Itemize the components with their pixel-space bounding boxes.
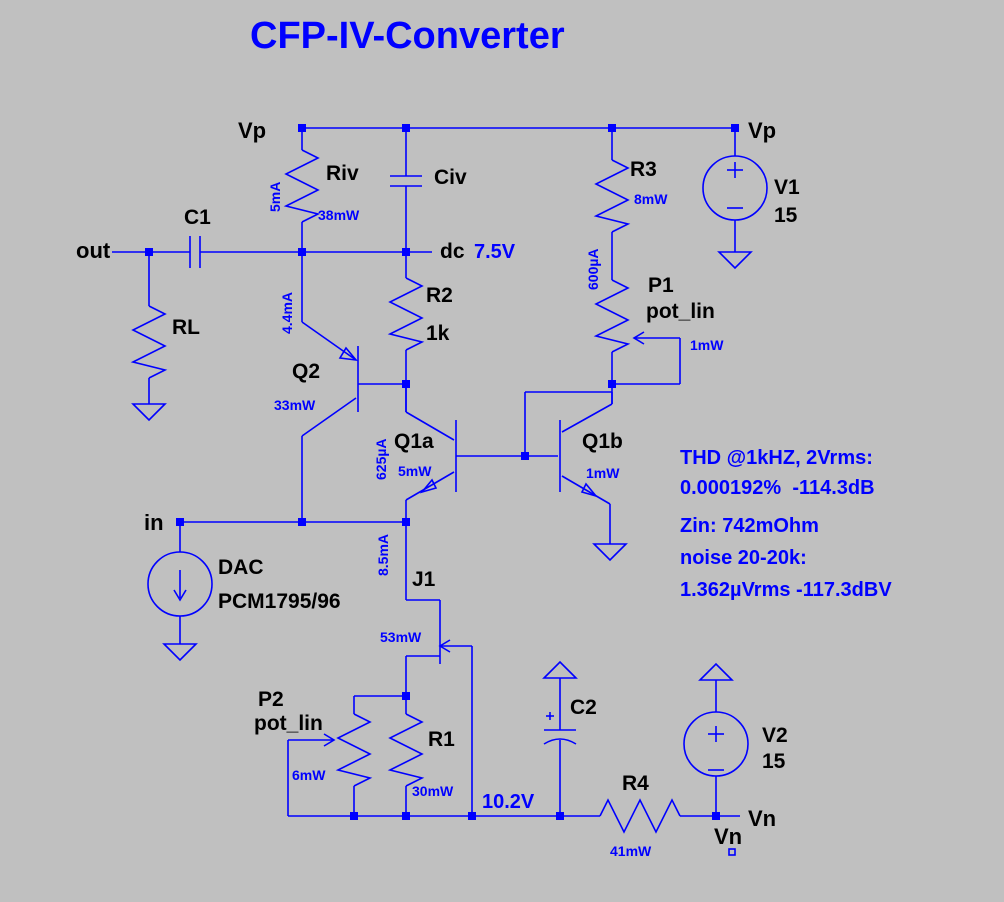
bottom-rail xyxy=(288,812,600,820)
node-10v2-label: 10.2V xyxy=(482,791,535,813)
riv-resistor xyxy=(283,128,321,252)
q2-current: 4.4mA xyxy=(279,292,295,334)
c2-label: C2 xyxy=(570,696,597,719)
c1-label: C1 xyxy=(184,206,211,229)
r4-label: R4 xyxy=(622,772,649,795)
in-node xyxy=(176,518,410,526)
p2-power: 6mW xyxy=(292,767,326,783)
p1-model: pot_lin xyxy=(646,300,715,323)
p2-label: P2 xyxy=(258,688,284,711)
title: CFP-IV-Converter xyxy=(250,15,565,57)
vp-rail xyxy=(298,124,739,132)
q1a-current: 625µA xyxy=(373,438,389,480)
r4-power: 41mW xyxy=(610,843,652,859)
v1-label: V1 xyxy=(774,176,800,199)
vp-left-label: Vp xyxy=(238,118,266,143)
vn-right-label: Vn xyxy=(748,806,776,831)
r1-power: 30mW xyxy=(412,783,454,799)
dc-voltage: 7.5V xyxy=(474,241,516,263)
riv-power: 38mW xyxy=(318,207,360,223)
noise-label: noise 20-20k: xyxy=(680,547,807,569)
p2-potentiometer xyxy=(287,695,406,816)
q1b-label: Q1b xyxy=(582,430,623,453)
dac-model: PCM1795/96 xyxy=(218,590,341,613)
q1b-power: 1mW xyxy=(586,465,620,481)
noise-value: 1.362µVrms -117.3dBV xyxy=(680,579,892,601)
dac-current-source xyxy=(147,522,213,662)
p1-label: P1 xyxy=(648,274,674,297)
j1-power: 53mW xyxy=(380,629,422,645)
q2-power: 33mW xyxy=(274,397,316,413)
v1-value: 15 xyxy=(774,204,798,227)
vn-bottom-label: Vn xyxy=(714,824,742,849)
r2-label: R2 xyxy=(426,284,453,307)
thd-label: THD @1kHZ, 2Vrms: xyxy=(680,447,873,469)
out-label: out xyxy=(76,238,111,263)
v2-value: 15 xyxy=(762,750,786,773)
r3-current: 600µA xyxy=(585,248,601,290)
r2-value: 1k xyxy=(426,322,450,345)
dc-label: dc xyxy=(440,240,465,263)
q2-transistor xyxy=(301,252,406,522)
r3-label: R3 xyxy=(630,158,657,181)
zin-value: Zin: 742mOhm xyxy=(680,515,819,537)
j1-current: 8.5mA xyxy=(375,534,391,576)
q1a-power: 5mW xyxy=(398,463,432,479)
riv-label: Riv xyxy=(326,162,359,185)
r1-label: R1 xyxy=(428,728,455,751)
p1-power: 1mW xyxy=(690,337,724,353)
j1-label: J1 xyxy=(412,568,436,591)
in-label: in xyxy=(144,510,164,535)
q1a-transistor xyxy=(405,384,558,522)
r1-resistor xyxy=(387,696,425,816)
dac-label: DAC xyxy=(218,556,264,579)
rl-resistor xyxy=(130,252,168,422)
q1b-transistor xyxy=(524,391,628,562)
q1a-label: Q1a xyxy=(394,430,434,453)
civ-label: Civ xyxy=(434,166,467,189)
civ-capacitor xyxy=(390,128,422,252)
q2-label: Q2 xyxy=(292,360,320,383)
v2-label: V2 xyxy=(762,724,788,747)
c2-capacitor xyxy=(542,660,578,816)
riv-current: 5mA xyxy=(267,182,283,212)
p2-model: pot_lin xyxy=(254,712,323,735)
out-node xyxy=(112,236,432,268)
v2-source xyxy=(683,662,749,856)
p1-potentiometer xyxy=(593,279,681,404)
v1-source xyxy=(702,128,768,270)
thd-value: 0.000192% -114.3dB xyxy=(680,477,875,499)
r3-power: 8mW xyxy=(634,191,668,207)
j1-jfet xyxy=(402,522,473,816)
rl-label: RL xyxy=(172,316,200,339)
vp-right-label: Vp xyxy=(748,118,776,143)
r3-resistor xyxy=(593,128,631,280)
